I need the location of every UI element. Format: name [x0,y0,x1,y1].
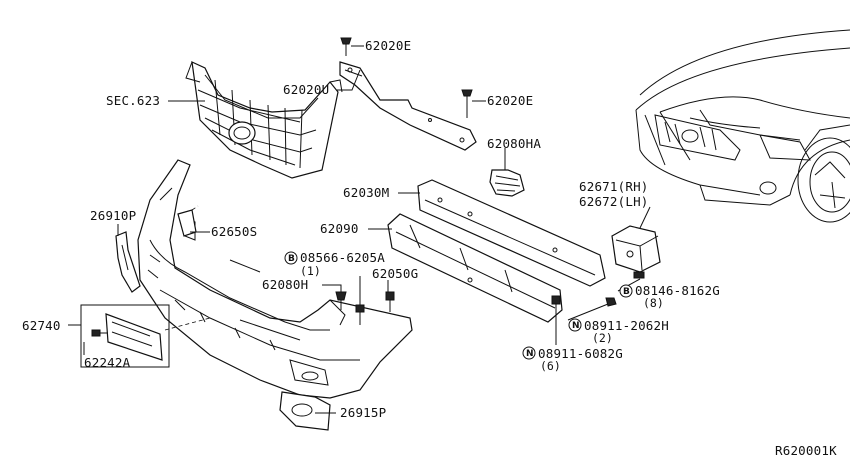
nut-symbol-n [522,346,536,360]
label-62672-lh: 62672(LH) [579,194,649,209]
label-62020e-a: 62020E [365,38,411,53]
label-62242a: 62242A [84,355,131,370]
label-62030m: 62030M [343,185,389,200]
bolt-08566-6205a [355,304,365,325]
label-26910p: 26910P [90,208,136,223]
label-08911-2062h: 08911-2062H [584,318,669,333]
label-sec-623: SEC.623 [106,93,160,108]
bolt-symbol-b [284,251,298,265]
label-62671-rh: 62671(RH) [579,179,649,194]
nut-symbol-n-text: N [526,349,534,359]
clip-62080h [335,291,347,310]
bolt-symbol-b-text: B [623,287,630,297]
bracket-62080ha [489,169,525,197]
label-26915p: 26915P [340,405,386,420]
alignment-line [164,317,211,331]
qty-08146-8162g: (8) [643,296,664,310]
footer-code: R620001K [775,443,837,458]
mounting-bracket-62671 [611,225,661,279]
fog-lamp-cover-26915p [279,391,331,431]
nut-symbol-n-text: N [572,321,580,331]
qty-08911-2062h: (2) [592,331,613,345]
energy-absorber-62090 [387,213,563,323]
label-08566-6205a: 08566-6205A [300,250,385,265]
part-labels: 62020E 62020U 62020E SEC.623 62080HA 620… [22,38,837,458]
bolt-symbol-b-text: B [288,254,295,264]
label-62740: 62740 [22,318,61,333]
label-62090: 62090 [320,221,359,236]
bumper-reinforcement-62030m [417,179,606,287]
grille-part [185,60,343,179]
clip-62020e-a [340,37,352,56]
label-62080ha: 62080HA [487,136,541,151]
nut-08911-2062h [567,297,617,321]
vehicle-front-illustration [635,29,850,223]
label-62020e-b: 62020E [487,93,533,108]
label-62050g: 62050G [372,266,418,281]
nut-08911-6082g [551,295,561,345]
side-marker-26910p [115,231,141,293]
label-62020u: 62020U [283,82,329,97]
radiator-support-part [339,61,477,151]
label-08146-8162g: 08146-8162G [635,283,720,298]
nut-symbol-n [568,318,582,332]
label-08911-6082g: 08911-6082G [538,346,623,361]
label-62650s: 62650S [211,224,257,239]
license-bracket-62740 [80,304,170,368]
clip-62020e-b [461,89,473,118]
alignment-line [191,205,199,211]
bumper-fascia-part [137,159,413,399]
qty-08566-6205a: (1) [300,264,321,278]
bolt-symbol-b [619,284,633,298]
qty-08911-6082g: (6) [540,359,561,373]
clip-62050g [385,291,395,312]
label-62080h: 62080H [262,277,308,292]
